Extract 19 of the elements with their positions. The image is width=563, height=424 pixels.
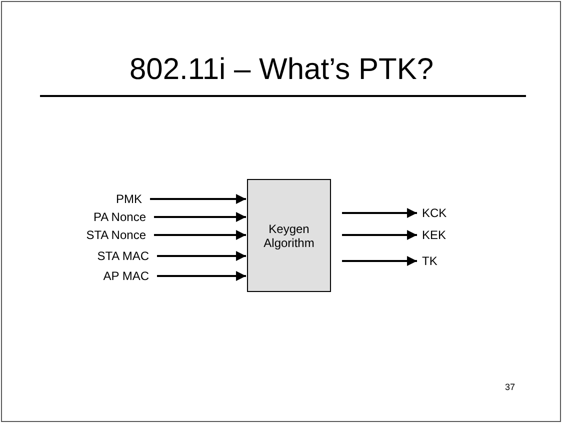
signal-label: STA Nonce: [60, 227, 150, 243]
slide-title: 802.11i – What’s PTK?: [128, 52, 435, 88]
signal-label: PMK: [60, 191, 146, 207]
arrow: [157, 251, 246, 261]
signal-label: STA MAC: [60, 248, 153, 264]
arrow: [154, 230, 246, 240]
signal-label: KEK: [418, 227, 458, 243]
signal-label: PA Nonce: [60, 209, 150, 225]
page-number: 37: [504, 381, 516, 394]
arrow: [154, 212, 246, 222]
signal-label: TK: [418, 253, 458, 269]
arrow: [342, 230, 417, 240]
arrow: [342, 256, 417, 266]
process-box: Keygen Algorithm: [247, 179, 331, 292]
arrow: [157, 271, 246, 281]
signal-label: AP MAC: [60, 268, 153, 284]
arrow: [150, 194, 246, 204]
signal-label: KCK: [418, 205, 458, 221]
arrow: [342, 208, 417, 218]
